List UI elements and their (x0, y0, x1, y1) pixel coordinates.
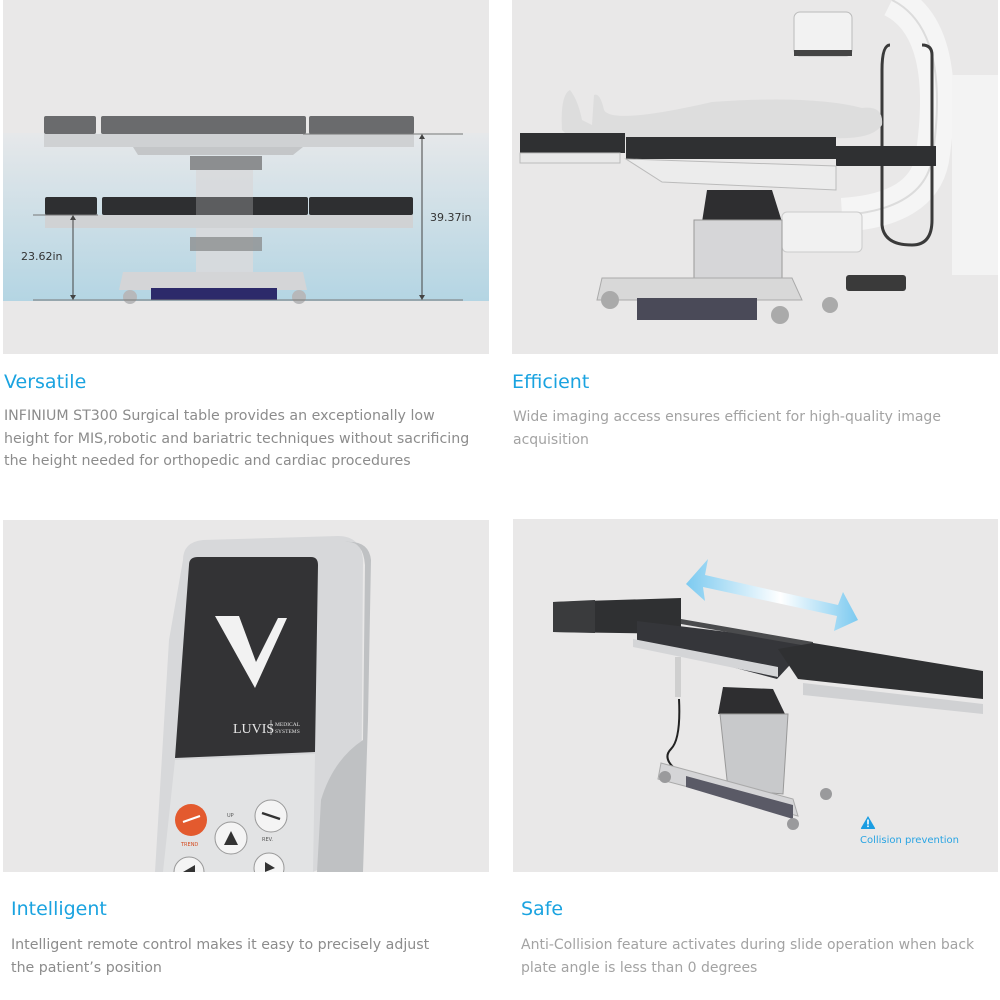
feature-description-efficient: Wide imaging access ensures efficient fo… (513, 409, 941, 448)
table-with-c-arm-illustration (519, 0, 998, 324)
svg-text:TREND: TREND (180, 842, 198, 848)
feature-description-safe: Anti-Collision feature activates during … (521, 937, 975, 976)
feature-description-versatile: INFINIUM ST300 Surgical table provides a… (4, 408, 470, 469)
warning-triangle-icon (860, 816, 876, 829)
intelligent-image: LUVIS MEDICAL SYSTEMS TREND UP REV. (3, 520, 489, 872)
feature-title-efficient: Efficient (512, 371, 590, 393)
collision-prevention-annotation: Collision prevention (860, 815, 959, 846)
versatile-image: 39.37in 23.62in (3, 0, 489, 354)
svg-text:SYSTEMS: SYSTEMS (275, 729, 300, 735)
svg-text:UP: UP (227, 813, 234, 819)
feature-description-intelligent: Intelligent remote control makes it easy… (11, 937, 430, 976)
sliding-table-illustration (553, 559, 983, 830)
svg-text:MEDICAL: MEDICAL (275, 722, 301, 728)
height-low-label: 23.62in (21, 250, 63, 263)
feature-title-intelligent: Intelligent (11, 898, 107, 920)
table-height-diagram (3, 116, 489, 304)
svg-text:REV.: REV. (262, 837, 273, 843)
collision-prevention-label: Collision prevention (860, 835, 960, 846)
feature-title-safe: Safe (521, 898, 564, 920)
feature-title-versatile: Versatile (4, 371, 87, 393)
height-high-label: 39.37in (430, 211, 472, 224)
remote-control-illustration: LUVIS MEDICAL SYSTEMS TREND UP REV. (155, 536, 371, 872)
safe-image (513, 519, 998, 872)
efficient-image (512, 0, 998, 354)
brand-logo: LUVIS (233, 722, 274, 737)
